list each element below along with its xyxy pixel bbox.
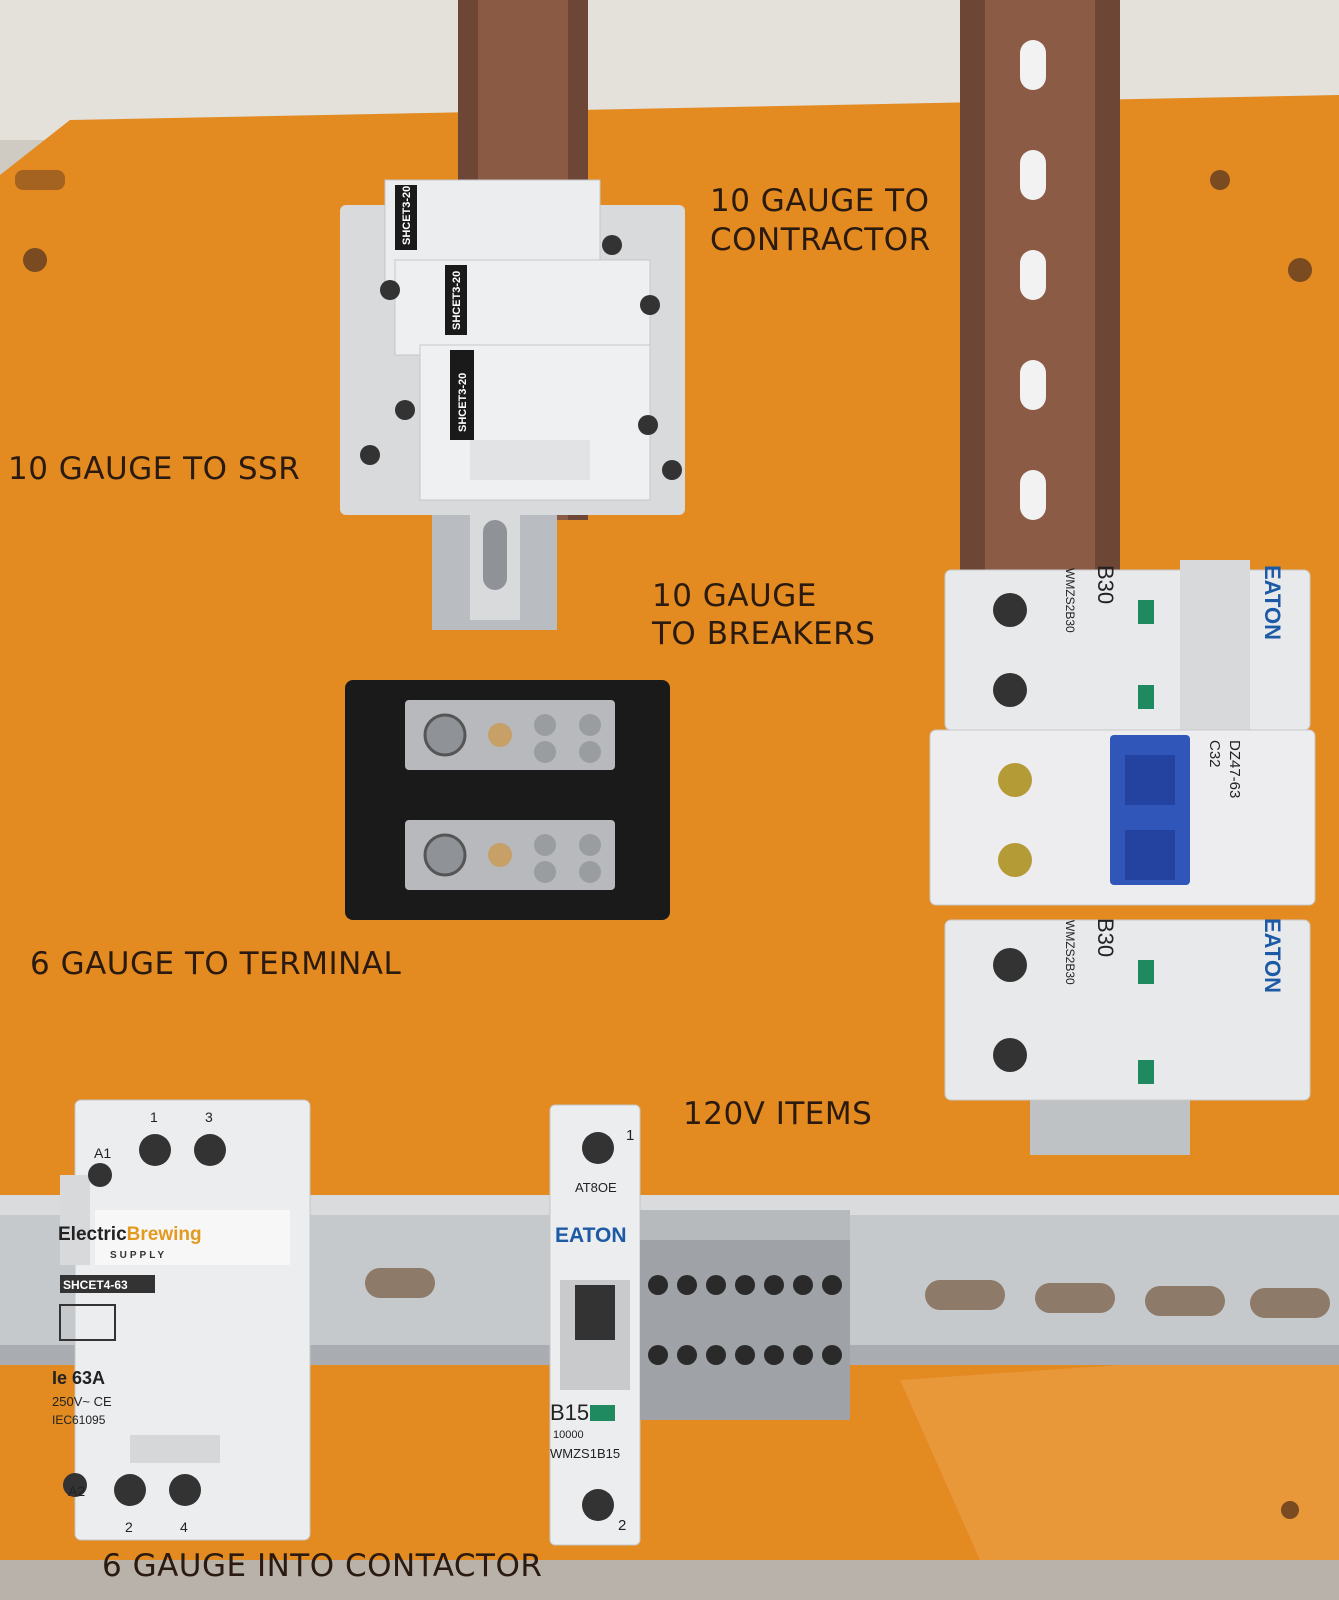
din-rail-segment-top xyxy=(432,500,557,630)
breaker-c32-rating: C32 xyxy=(1206,740,1223,768)
vertical-din-rail-right xyxy=(960,0,1120,620)
small-contactor-model-1: SHCET3-20 xyxy=(401,186,413,245)
breaker-b15-terminal-1: 1 xyxy=(626,1127,634,1144)
small-contactor-stack xyxy=(340,179,685,515)
main-contactor-rating: Ie 63A xyxy=(52,1368,105,1388)
breaker-b15-brand: EATON xyxy=(555,1224,627,1247)
label-6-gauge-into-contactor: 6 GAUGE INTO CONTACTOR xyxy=(102,1548,543,1584)
breaker-b30-bottom-model: WMZS2B30 xyxy=(1063,920,1077,985)
breaker-b15-terminal-2: 2 xyxy=(618,1517,626,1534)
breaker-b30-bottom xyxy=(944,919,1311,1101)
label-10-gauge-to-contactor-line1: 10 GAUGE TO xyxy=(710,183,930,219)
terminal-strip xyxy=(640,1210,850,1420)
breaker-b15-capacity: 10000 xyxy=(553,1429,584,1441)
label-10-gauge-to-ssr: 10 GAUGE TO SSR xyxy=(8,451,301,487)
main-contactor-voltage: 250V~ CE xyxy=(52,1394,112,1409)
breaker-b30-top-model: WMZS2B30 xyxy=(1063,568,1077,633)
breaker-b30-bottom-rating: B30 xyxy=(1093,918,1118,957)
terminal-2-label: 2 xyxy=(125,1519,133,1535)
label-6-gauge-to-terminal: 6 GAUGE TO TERMINAL xyxy=(30,946,402,982)
breaker-b15 xyxy=(549,1104,641,1546)
small-contactor-model-3: SHCET3-20 xyxy=(457,373,469,432)
breaker-b15-model: WMZS1B15 xyxy=(550,1446,620,1461)
panel-hole xyxy=(1281,1501,1299,1519)
breaker-b30-top-brand: EATON xyxy=(1260,565,1285,640)
breaker-b30-top xyxy=(944,560,1311,731)
label-10-gauge-to-breakers-line1: 10 GAUGE xyxy=(652,578,817,614)
breaker-b30-top-rating: B30 xyxy=(1093,565,1118,604)
breaker-b15-top-label: AT8OE xyxy=(575,1180,617,1195)
terminal-a1-label: A1 xyxy=(94,1145,111,1161)
distribution-block xyxy=(345,680,670,920)
main-contactor-model: SHCET4-63 xyxy=(63,1278,128,1292)
panel-hole xyxy=(1210,170,1230,190)
label-10-gauge-to-contactor-line2: CONTRACTOR xyxy=(710,222,931,258)
terminal-a2-label: A2 xyxy=(68,1483,85,1499)
label-10-gauge-to-breakers-line2: TO BREAKERS xyxy=(652,616,876,652)
main-contactor-standard: IEC61095 xyxy=(52,1413,106,1427)
breaker-c32 xyxy=(929,729,1316,906)
main-contactor-brand: ElectricBrewing xyxy=(58,1224,202,1245)
panel-hole xyxy=(1288,258,1312,282)
main-contactor xyxy=(59,1099,311,1541)
panel-hole xyxy=(23,248,47,272)
breaker-b15-rating: B15 xyxy=(550,1400,589,1425)
terminal-1-label: 1 xyxy=(150,1109,158,1125)
main-contactor-supply: SUPPLY xyxy=(110,1250,167,1261)
panel-highlight xyxy=(900,1350,1339,1560)
label-120v-items: 120V ITEMS xyxy=(683,1096,873,1132)
terminal-4-label: 4 xyxy=(180,1519,188,1535)
terminal-3-label: 3 xyxy=(205,1109,213,1125)
breaker-b30-bottom-brand: EATON xyxy=(1260,918,1285,993)
small-contactor-model-2: SHCET3-20 xyxy=(451,271,463,330)
breaker-c32-model: DZ47-63 xyxy=(1226,740,1243,798)
panel-slot xyxy=(15,170,65,190)
